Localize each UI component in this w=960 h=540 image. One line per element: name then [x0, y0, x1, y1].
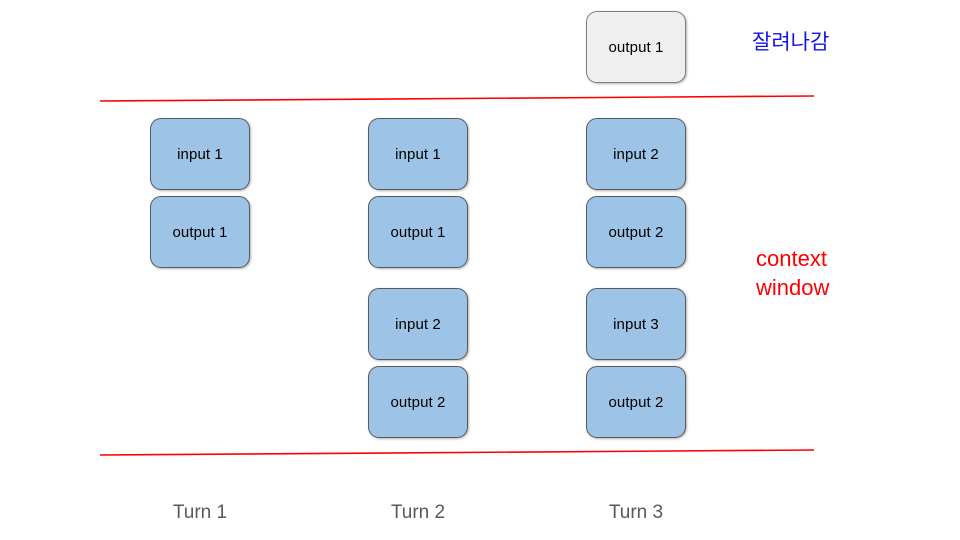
turn2-group2-node-output: output 2 [368, 366, 468, 438]
node-label: input 3 [613, 315, 659, 333]
turn1-group1-node-output: output 1 [150, 196, 250, 268]
context-window-top-line [99, 95, 815, 102]
turn2-group1-node-input: input 1 [368, 118, 468, 190]
turn-label-3: Turn 3 [608, 502, 664, 523]
node-label: input 2 [613, 145, 659, 163]
turn-label-2: Turn 2 [390, 502, 446, 523]
node-label: output 2 [608, 393, 664, 411]
turn3-group1-node-input: input 2 [586, 118, 686, 190]
turn-label-1: Turn 1 [172, 502, 228, 523]
turn1-group1-node-input: input 1 [150, 118, 250, 190]
node-label: output 1 [390, 223, 446, 241]
context-window-label: context window [756, 246, 830, 301]
node-label: input 1 [395, 145, 441, 163]
turn2-group1-node-output: output 1 [368, 196, 468, 268]
node-label: input 1 [177, 145, 223, 163]
turn3-group2-node-output: output 2 [586, 366, 686, 438]
node-label: output 1 [608, 38, 664, 56]
truncated-node-output-1: output 1 [586, 11, 686, 83]
turn2-group2-node-input: input 2 [368, 288, 468, 360]
truncated-note-label: 잘려나감 [752, 31, 830, 54]
turn3-group2-node-input: input 3 [586, 288, 686, 360]
node-label: output 2 [390, 393, 446, 411]
context-window-bottom-line [99, 449, 815, 456]
node-label: output 2 [608, 223, 664, 241]
turn3-group1-node-output: output 2 [586, 196, 686, 268]
node-label: output 1 [172, 223, 228, 241]
node-label: input 2 [395, 315, 441, 333]
